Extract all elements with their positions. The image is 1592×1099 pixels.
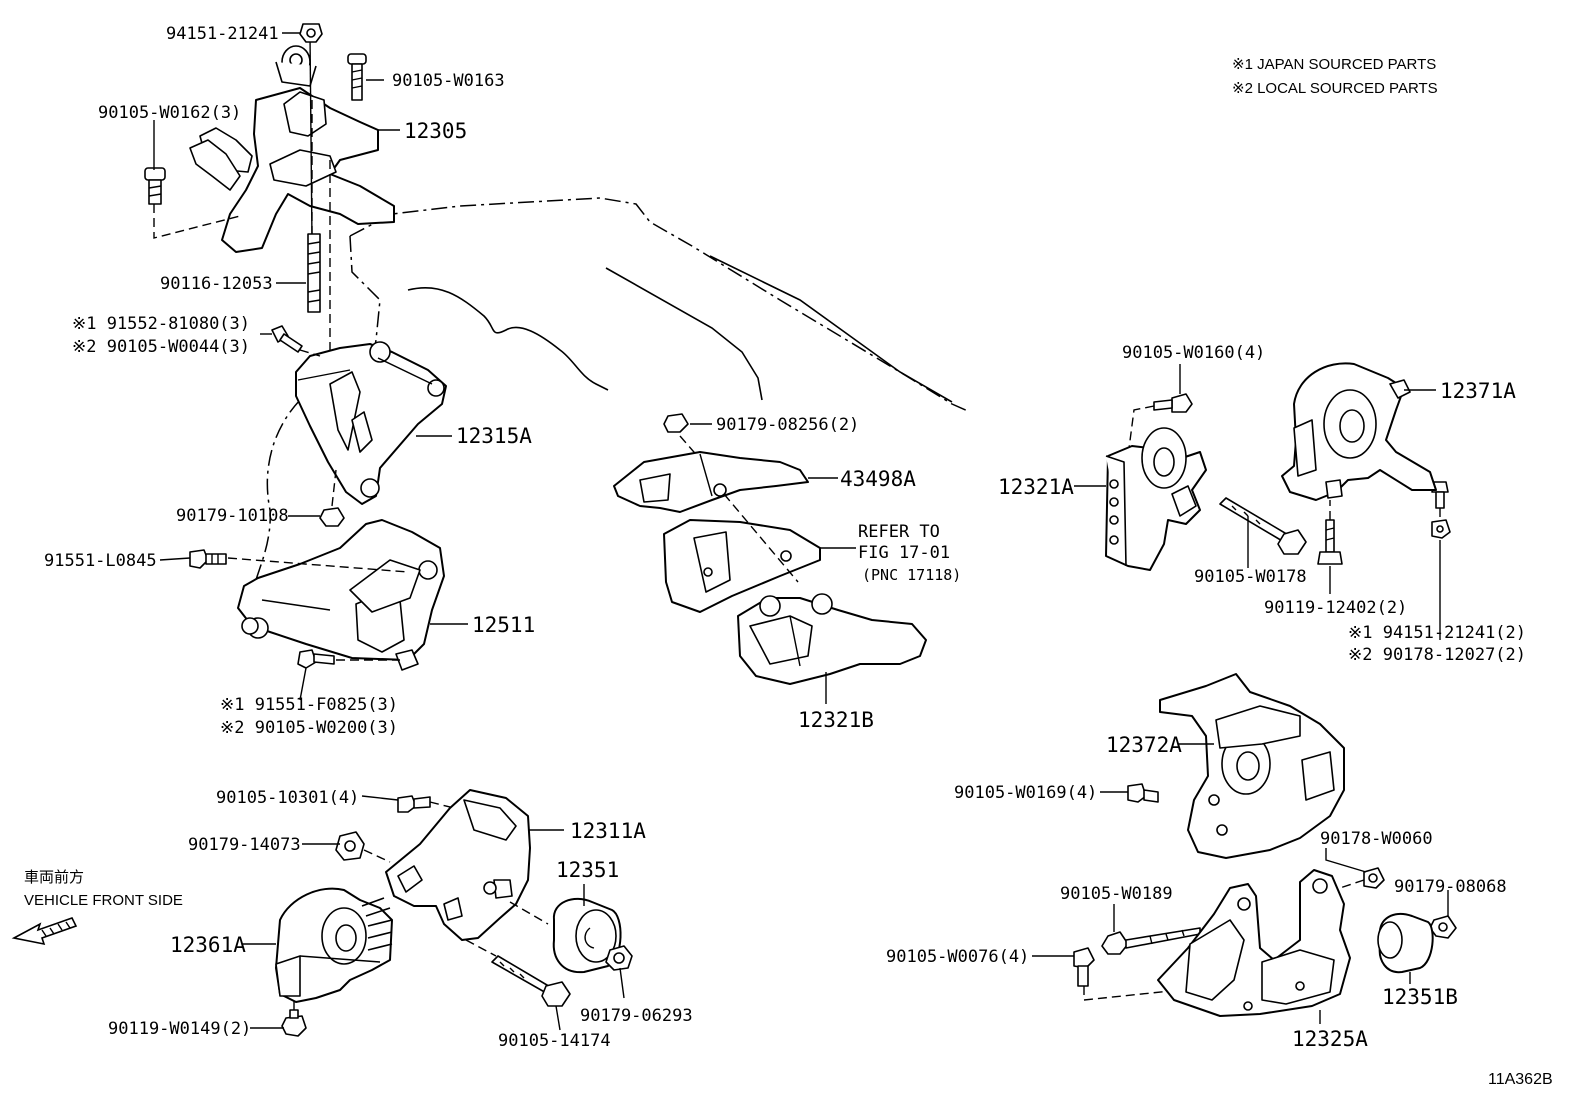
leader-lines bbox=[153, 32, 1449, 1031]
refer-line3: (PNC 17118) bbox=[862, 566, 961, 584]
label-90105-W0178: 90105-W0178 bbox=[1194, 567, 1307, 587]
part-12321B-cover bbox=[737, 593, 927, 685]
part-12372A-mount bbox=[1159, 673, 1345, 859]
label-12511: 12511 bbox=[472, 613, 535, 637]
label-91551-L0845: 91551-L0845 bbox=[44, 551, 157, 571]
part-12351B-bushing bbox=[1377, 913, 1434, 974]
bolt-90119-12402 bbox=[1317, 500, 1343, 565]
label-90178-W0060: 90178-W0060 bbox=[1320, 829, 1433, 849]
label-90179-14073: 90179-14073 bbox=[188, 835, 301, 855]
label-90179-08068: 90179-08068 bbox=[1394, 877, 1507, 897]
bolt-94151-21241-right bbox=[1431, 481, 1451, 539]
label-90179-08256: 90179-08256(2) bbox=[716, 415, 859, 435]
part-12361A-mount bbox=[275, 887, 393, 1003]
bolt-90105-W0076 bbox=[1073, 947, 1181, 1001]
part-43498A-bracket bbox=[613, 451, 809, 513]
part-12351-bushing bbox=[552, 897, 622, 974]
label-12372A: 12372A bbox=[1106, 733, 1182, 757]
label-90105-W0200: ※2 90105-W0200(3) bbox=[220, 718, 398, 738]
bolt-91552-81080 bbox=[271, 325, 321, 357]
part-12325A-bracket bbox=[1157, 869, 1351, 1017]
labels: ※1 JAPAN SOURCED PARTS ※2 LOCAL SOURCED … bbox=[24, 24, 1553, 1088]
direction-en: VEHICLE FRONT SIDE bbox=[24, 892, 183, 909]
label-90105-W0163: 90105-W0163 bbox=[392, 71, 505, 91]
label-90179-10108: 90179-10108 bbox=[176, 506, 289, 526]
label-90105-W0076: 90105-W0076(4) bbox=[886, 947, 1029, 967]
refer-line1: REFER TO bbox=[858, 522, 940, 542]
nut-90179-14073 bbox=[335, 831, 391, 863]
label-12315A: 12315A bbox=[456, 424, 532, 448]
label-12325A: 12325A bbox=[1292, 1027, 1368, 1051]
part-12305-mount bbox=[189, 35, 395, 253]
label-12361A: 12361A bbox=[170, 933, 246, 957]
label-90105-W0169: 90105-W0169(4) bbox=[954, 783, 1097, 803]
nut-90179-06293 bbox=[605, 945, 633, 971]
label-12351B: 12351B bbox=[1382, 985, 1458, 1009]
bolt-90105-W0162 bbox=[144, 167, 241, 239]
bolt-90119-W0149 bbox=[281, 1000, 307, 1037]
bolt-90105-W0163 bbox=[347, 53, 367, 101]
nut-90178-W0060 bbox=[1339, 867, 1385, 889]
bolt-90105-W0169 bbox=[1127, 783, 1159, 803]
refer-bracket bbox=[663, 493, 821, 613]
bolt-91551-F0825 bbox=[297, 649, 400, 669]
label-90105-W0189: 90105-W0189 bbox=[1060, 884, 1173, 904]
label-12321B: 12321B bbox=[798, 708, 874, 732]
refer-line2: FIG 17-01 bbox=[858, 543, 950, 563]
label-90178-12027: ※2 90178-12027(2) bbox=[1348, 645, 1526, 665]
label-90119-12402: 90119-12402(2) bbox=[1264, 598, 1407, 618]
figure-code: 11A362B bbox=[1488, 1071, 1553, 1088]
label-43498A: 43498A bbox=[840, 467, 916, 491]
notes-note1: ※1 JAPAN SOURCED PARTS bbox=[1232, 56, 1436, 73]
notes-note2: ※2 LOCAL SOURCED PARTS bbox=[1232, 80, 1438, 97]
part-12371A-mount bbox=[1281, 362, 1437, 501]
nut-90179-10108 bbox=[319, 469, 345, 527]
front-arrow-icon bbox=[11, 917, 78, 946]
label-12311A: 12311A bbox=[570, 819, 646, 843]
label-94151-21241-right: ※1 94151-21241(2) bbox=[1348, 623, 1526, 643]
part-12315A-bracket bbox=[295, 341, 447, 505]
label-94151-21241-top: 94151-21241 bbox=[166, 24, 279, 44]
label-90105-W0162: 90105-W0162(3) bbox=[98, 103, 241, 123]
label-90105-14174: 90105-14174 bbox=[498, 1031, 611, 1051]
label-12371A: 12371A bbox=[1440, 379, 1516, 403]
part-12511-bracket bbox=[237, 519, 445, 671]
label-90105-W0160: 90105-W0160(4) bbox=[1122, 343, 1265, 363]
label-12305: 12305 bbox=[404, 119, 467, 143]
stud-90116-12053 bbox=[307, 160, 331, 360]
part-12321A-bracket bbox=[1105, 427, 1207, 571]
part-12311A-bracket bbox=[385, 789, 549, 957]
label-90116-12053: 90116-12053 bbox=[160, 274, 273, 294]
bolt-90105-W0160 bbox=[1127, 393, 1193, 457]
bolt-90105-14174 bbox=[491, 955, 571, 1007]
label-90105-10301: 90105-10301(4) bbox=[216, 788, 359, 808]
label-90105-W0044: ※2 90105-W0044(3) bbox=[72, 337, 250, 357]
bolt-91551-L0845 bbox=[189, 549, 409, 573]
bolt-94151-21241-top bbox=[299, 23, 323, 43]
label-90179-06293: 90179-06293 bbox=[580, 1006, 693, 1026]
direction-jp: 車両前方 bbox=[24, 869, 84, 886]
label-12351: 12351 bbox=[556, 858, 619, 882]
label-90119-W0149: 90119-W0149(2) bbox=[108, 1019, 251, 1039]
bolt-90105-W0178 bbox=[1219, 497, 1307, 555]
nut-90179-08068 bbox=[1429, 915, 1457, 939]
label-12321A: 12321A bbox=[998, 475, 1074, 499]
label-91552-81080: ※1 91552-81080(3) bbox=[72, 314, 250, 334]
label-91551-F0825: ※1 91551-F0825(3) bbox=[220, 695, 398, 715]
